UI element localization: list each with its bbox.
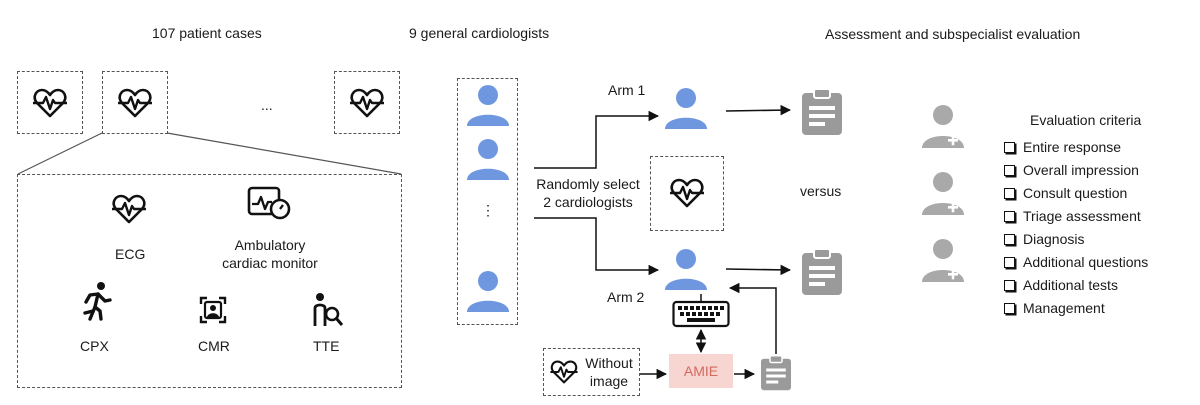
heart-ecg-icon — [118, 88, 152, 118]
heart-ecg-icon — [350, 88, 384, 118]
versus-label: versus — [800, 183, 842, 199]
arm-1-label: Arm 1 — [608, 82, 646, 98]
evaluator-icon — [922, 239, 964, 282]
header-cardiologists: 9 general cardiologists — [409, 25, 550, 41]
person-icon — [467, 139, 509, 180]
checkbox-icon — [1004, 303, 1015, 314]
criterion-item: Additional questions — [1004, 254, 1148, 271]
modalities-box — [17, 174, 402, 388]
clipboard-icon — [761, 355, 791, 391]
case-image-box — [650, 156, 724, 231]
ambulatory-monitor-icon — [247, 186, 291, 220]
modality-ecg-label: ECG — [115, 246, 146, 262]
case-box-1 — [17, 71, 83, 134]
checkbox-icon — [1004, 188, 1015, 199]
modality-tte-label: TTE — [313, 338, 340, 354]
cardiologists-ellipsis: ⋮ — [481, 202, 495, 218]
modality-cpx-label: CPX — [80, 338, 109, 354]
randomly-select-line2: 2 cardiologists — [543, 194, 633, 210]
criterion-item: Additional tests — [1004, 277, 1118, 294]
checkbox-icon — [1004, 211, 1015, 222]
running-person-icon — [83, 282, 112, 321]
evaluator-icon — [922, 105, 964, 148]
header-assessment: Assessment and subspecialist evaluation — [825, 26, 1081, 42]
checkbox-icon — [1004, 257, 1015, 268]
person-icon — [665, 88, 707, 129]
modality-cmr-label: CMR — [198, 338, 230, 354]
keyboard-icon — [672, 294, 730, 328]
evaluator-icon — [922, 172, 964, 215]
amie-box: AMIE — [669, 354, 733, 388]
without-image-line1: Without — [585, 355, 633, 371]
arm-2-label: Arm 2 — [607, 289, 645, 305]
person-icon — [665, 249, 707, 290]
heart-ecg-icon — [33, 88, 67, 118]
tte-icon — [313, 293, 344, 326]
checkbox-icon — [1004, 234, 1015, 245]
heart-ecg-icon — [112, 194, 146, 224]
checkbox-icon — [1004, 280, 1015, 291]
case-box-last — [334, 71, 400, 134]
criterion-item: Consult question — [1004, 185, 1127, 202]
randomly-select-line1: Randomly select — [536, 176, 640, 192]
person-icon — [467, 271, 509, 312]
without-image-box — [543, 348, 640, 396]
heart-ecg-icon — [670, 178, 704, 208]
checkbox-icon — [1004, 142, 1015, 153]
cardiologists-box — [457, 78, 518, 325]
criterion-item: Triage assessment — [1004, 208, 1141, 225]
without-image-line2: image — [589, 373, 629, 389]
evaluation-title: Evaluation criteria — [1030, 112, 1142, 128]
person-icon — [467, 85, 509, 126]
header-patient-cases: 107 patient cases — [152, 25, 262, 41]
checkbox-icon — [1004, 165, 1015, 176]
cmr-scan-icon — [199, 296, 227, 324]
cases-ellipsis: ... — [261, 97, 273, 113]
criterion-item: Overall impression — [1004, 162, 1139, 179]
criterion-item: Diagnosis — [1004, 231, 1084, 248]
criterion-item: Management — [1004, 300, 1105, 317]
clipboard-icon — [802, 248, 842, 295]
criterion-item: Entire response — [1004, 139, 1121, 156]
modality-ambulatory-label-line1: Ambulatory — [234, 237, 306, 253]
modality-ambulatory-label-line2: cardiac monitor — [222, 255, 318, 271]
heart-ecg-icon — [550, 360, 578, 384]
clipboard-icon — [802, 88, 842, 135]
case-box-2 — [102, 71, 168, 134]
